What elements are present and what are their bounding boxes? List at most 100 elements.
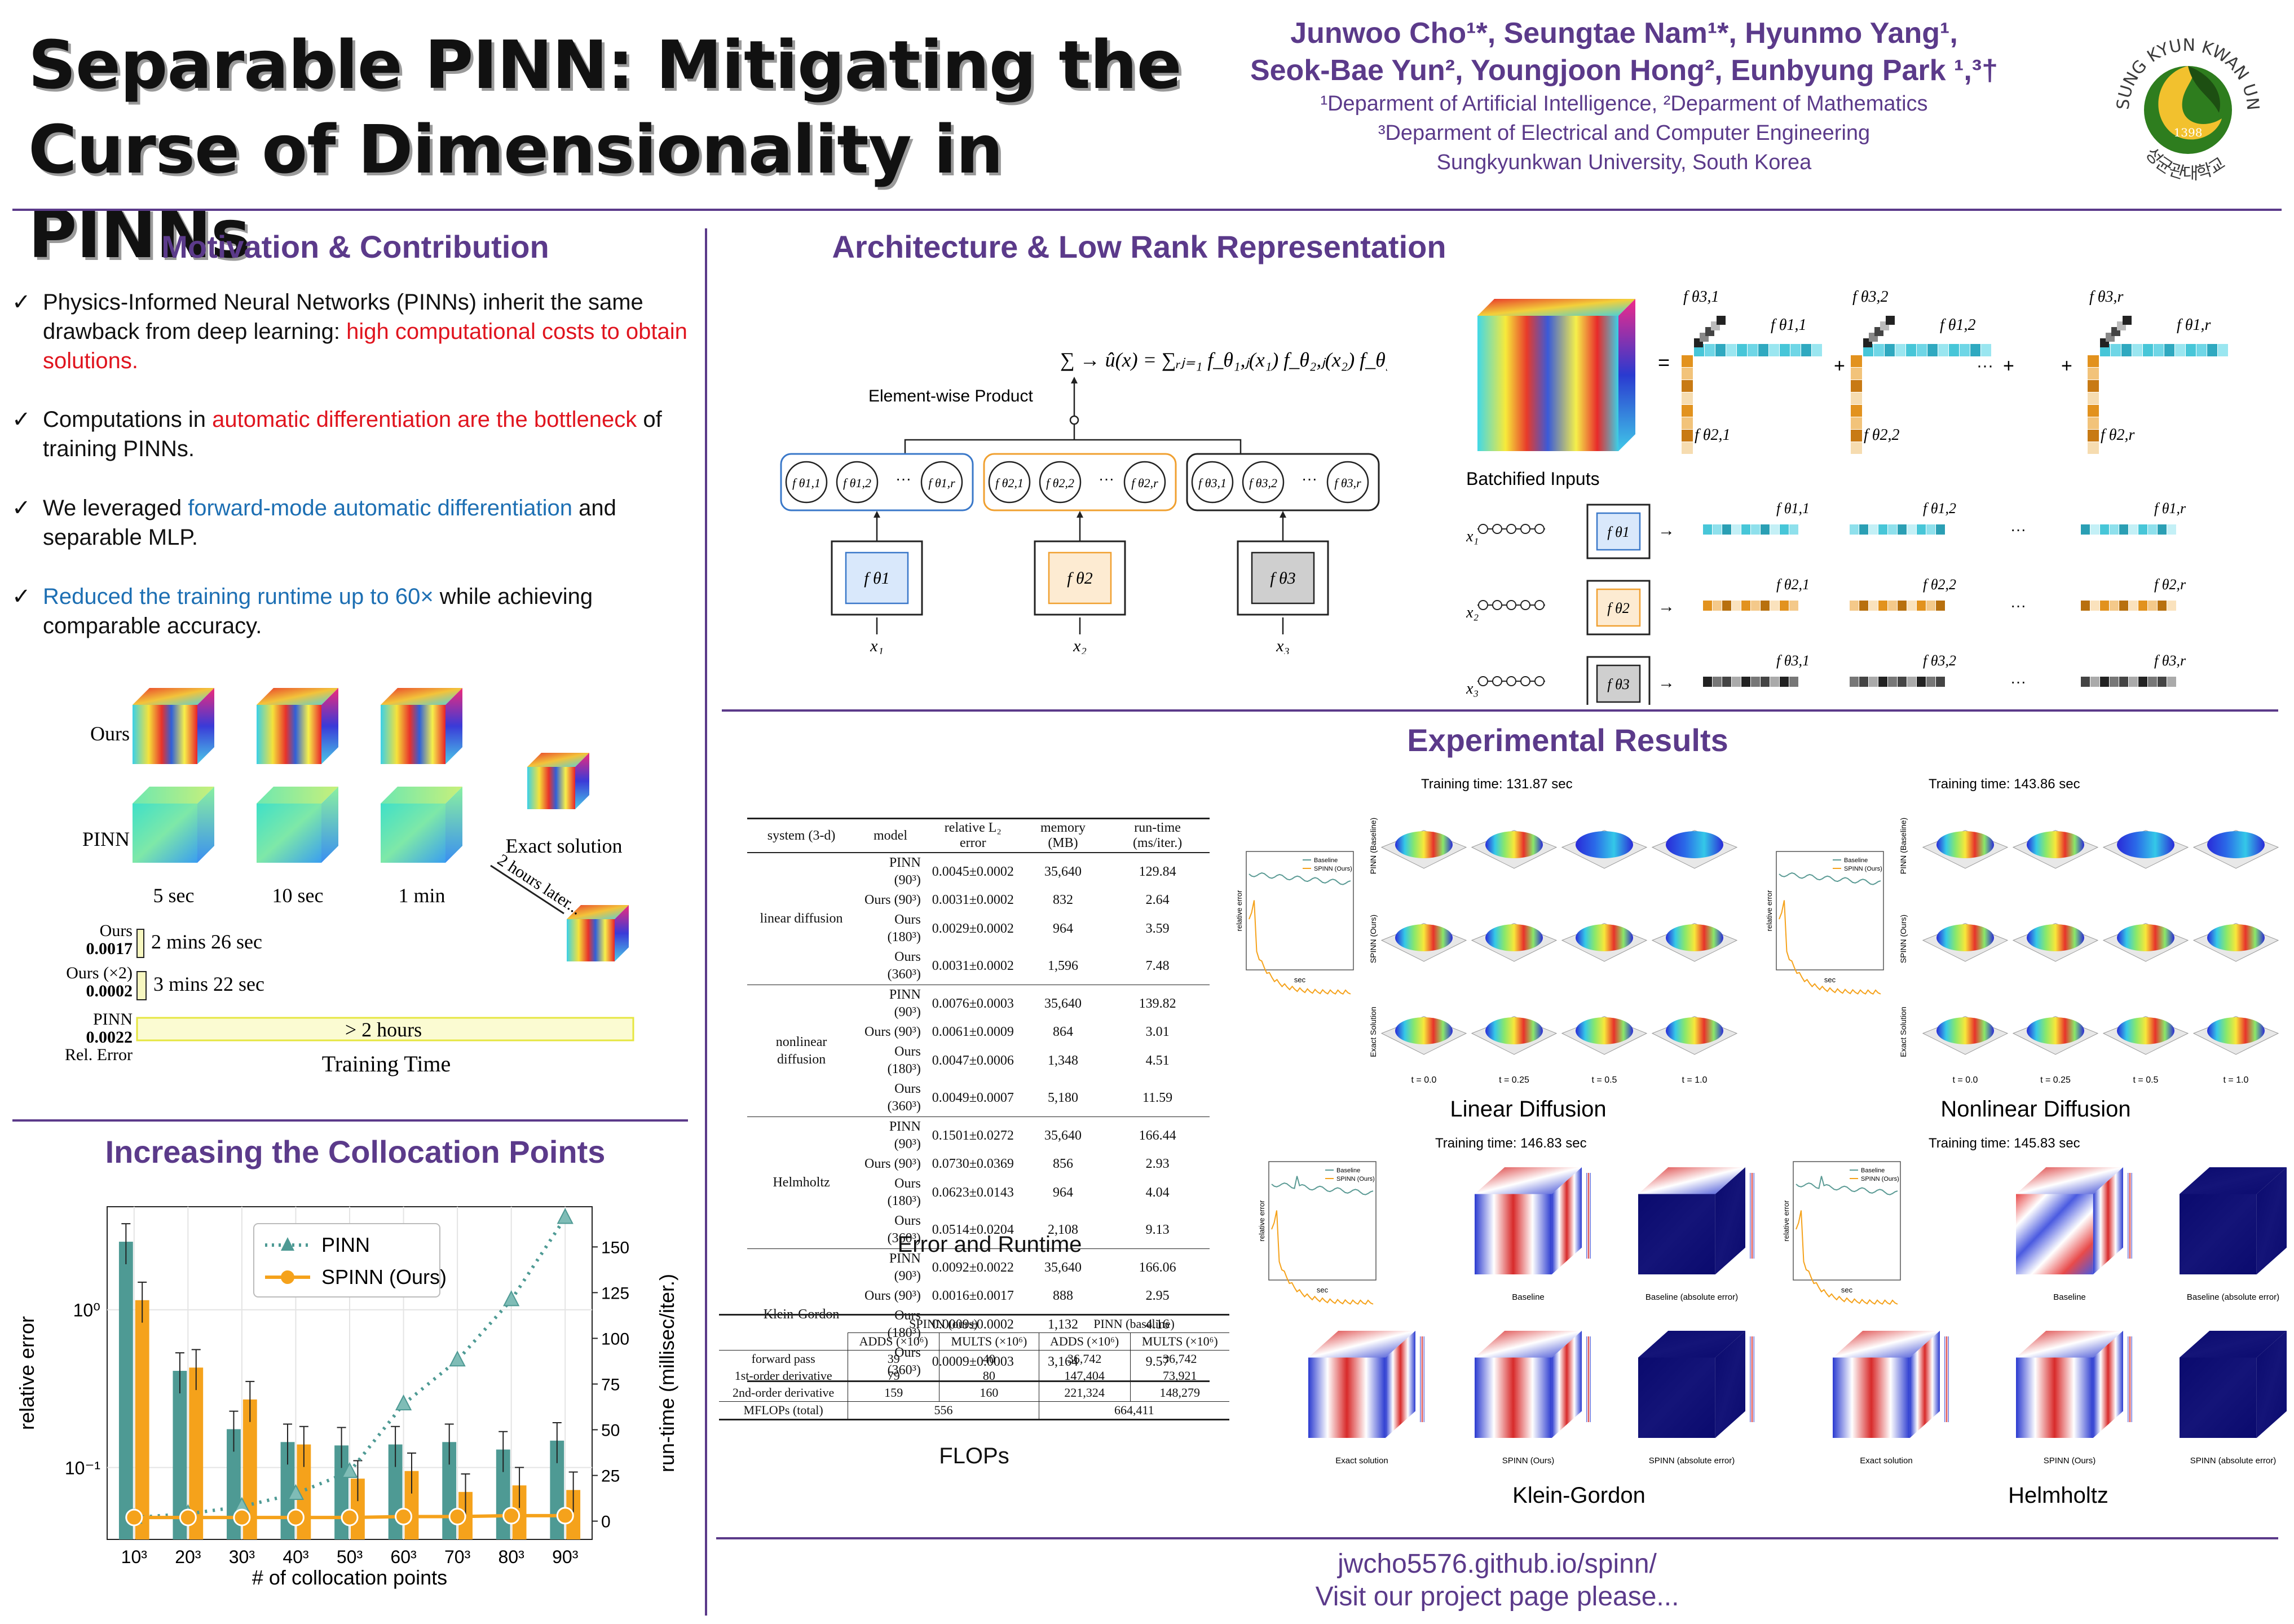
- spinn-runtime-point: [556, 1507, 574, 1525]
- table-cell: 148,279: [1130, 1384, 1229, 1402]
- batch-cell: [1850, 677, 1859, 687]
- surface-plot: [1380, 923, 1467, 962]
- project-url[interactable]: jwcho5576.github.io/spinn/: [1338, 1549, 1657, 1579]
- batch-cell: [1907, 524, 1916, 535]
- table-cell: Ours (90³): [864, 1157, 921, 1171]
- x-tick-label: 80³: [498, 1547, 525, 1567]
- batch-cell: [1780, 601, 1789, 611]
- batch-point: [1534, 524, 1545, 534]
- factor-cell-x1: [1705, 344, 1715, 356]
- mlp-core: [1251, 551, 1315, 604]
- factor-cell-x1: [1737, 344, 1747, 356]
- spinn-runtime-point: [448, 1507, 466, 1525]
- factor-cell-x1: [1748, 344, 1758, 356]
- table-cell: forward pass: [751, 1352, 815, 1366]
- legend-pinn-marker: [281, 1237, 294, 1251]
- surface-mesh: [2207, 831, 2265, 858]
- chart-bars: [118, 1223, 581, 1539]
- factor-cell-x2: [2088, 430, 2099, 442]
- bar-ours2-name: Ours (×2): [66, 964, 133, 982]
- item4-highlight: Reduced the training runtime up to 60×: [43, 584, 434, 609]
- mini-ylabel: relative error: [1782, 1200, 1790, 1242]
- legend-pinn-label: PINN: [321, 1233, 370, 1256]
- surface-plot: [2192, 829, 2279, 869]
- legend-spinn-label: SPINN (Ours): [321, 1265, 447, 1288]
- table-cell: Ours (360³): [855, 947, 925, 985]
- architecture-diagram: ∑ → û(x) = ∑ᵣⱼ₌₁ f_θ₁,ⱼ(x₁) f_θ₂,ⱼ(x₂) f…: [780, 348, 1387, 654]
- batch-cell: [2167, 601, 2176, 611]
- pinn-cube-10sec: [257, 787, 338, 863]
- spinn-runtime-point: [233, 1508, 251, 1526]
- table2-blank: [719, 1332, 848, 1351]
- factor-cell-x1: [1970, 344, 1980, 356]
- table2-header-2: ADDS (×10⁶)MULTS (×10⁶)ADDS (×10⁶)MULTS …: [719, 1332, 1229, 1351]
- rank-node: [1326, 461, 1369, 504]
- table-cell: 9.13: [1105, 1211, 1210, 1249]
- batch-cell: [1888, 524, 1897, 535]
- spinn-curve: [1779, 900, 1881, 995]
- table-cell: 129.84: [1139, 864, 1176, 879]
- input-label: x₃: [1276, 637, 1290, 654]
- batch-cell: [2167, 677, 2176, 687]
- surface-mesh: [1936, 924, 1994, 951]
- cube-label: Baseline: [2053, 1292, 2086, 1302]
- affiliation-line-2: ³Deparment of Electrical and Computer En…: [1378, 121, 1871, 145]
- rank-node-label: f θ3,2: [1249, 476, 1277, 490]
- surface-mesh: [1936, 831, 1994, 858]
- grid-col-label: t = 0.0: [1953, 1075, 1978, 1085]
- cube-front: [1308, 1357, 1386, 1438]
- batch-output-label: f θ2,1: [1776, 576, 1810, 593]
- visit-text: Visit our project page please...: [1315, 1582, 1679, 1612]
- grid-col-label: t = 1.0: [1682, 1075, 1708, 1085]
- batch-point: [1534, 600, 1545, 610]
- cube-label: SPINN (Ours): [2044, 1456, 2096, 1466]
- batch-point: [1478, 600, 1488, 610]
- factor-cell-x1: [1726, 344, 1736, 356]
- mini-legend-spinn: SPINN (Ours): [1861, 1176, 1899, 1182]
- factor-cell-x1: [1758, 344, 1768, 356]
- motivation-item-1: ✓ Physics-Informed Neural Networks (PINN…: [12, 288, 697, 376]
- batch-mlp-label: f θ2: [1607, 600, 1630, 616]
- cube-side: [1909, 1331, 1940, 1438]
- bar-ours-name: Ours: [100, 921, 133, 940]
- baseline-curve: [1779, 872, 1881, 885]
- batch-cell: [1751, 601, 1760, 611]
- rank-node-label: f θ3,r: [1334, 476, 1361, 490]
- batch-cell: [2138, 601, 2147, 611]
- batch-output-label: f θ1,r: [2154, 500, 2186, 517]
- table-cell: 160: [939, 1384, 1039, 1402]
- factor-dots: ···: [1977, 356, 1993, 375]
- factor-cell-x2: [1851, 417, 1862, 429]
- cube-side: [2256, 1167, 2287, 1274]
- batch-cell: [1713, 524, 1722, 535]
- batch-cell: [1888, 677, 1897, 687]
- rank-factors: f θ3,1f θ1,1f θ2,1+f θ3,2f θ1,2f θ2,2+f …: [1682, 288, 2228, 454]
- bar-ours2-time: 3 mins 22 sec: [153, 973, 264, 995]
- cube-label: SPINN (absolute error): [2190, 1456, 2277, 1466]
- panel-title: Linear Diffusion: [1450, 1097, 1606, 1122]
- batch-cell: [1789, 601, 1798, 611]
- item1-highlight: high computational costs to obtain solut…: [43, 319, 687, 373]
- batch-point: [1478, 676, 1488, 686]
- table-cell: Ours (360³): [855, 1211, 925, 1249]
- batch-cell: [1926, 677, 1935, 687]
- rank-node-label: f θ2,1: [995, 476, 1024, 490]
- colorbar: [2128, 1336, 2132, 1422]
- surface-plot: [2102, 829, 2189, 869]
- spinn-runtime-point: [502, 1507, 520, 1525]
- rank-node: [920, 461, 963, 504]
- batch-arrow: →: [1658, 521, 1675, 540]
- panel-title: Helmholtz: [2008, 1483, 2108, 1508]
- x-tick-label: 10³: [121, 1547, 148, 1567]
- plus-sign: +: [2003, 355, 2014, 377]
- input-label: x₁: [870, 637, 884, 654]
- chart-runtime-lines: [125, 1208, 574, 1526]
- batch-cell: [2129, 601, 2138, 611]
- batch-cell: [1789, 677, 1798, 687]
- batch-cell: [1780, 524, 1789, 535]
